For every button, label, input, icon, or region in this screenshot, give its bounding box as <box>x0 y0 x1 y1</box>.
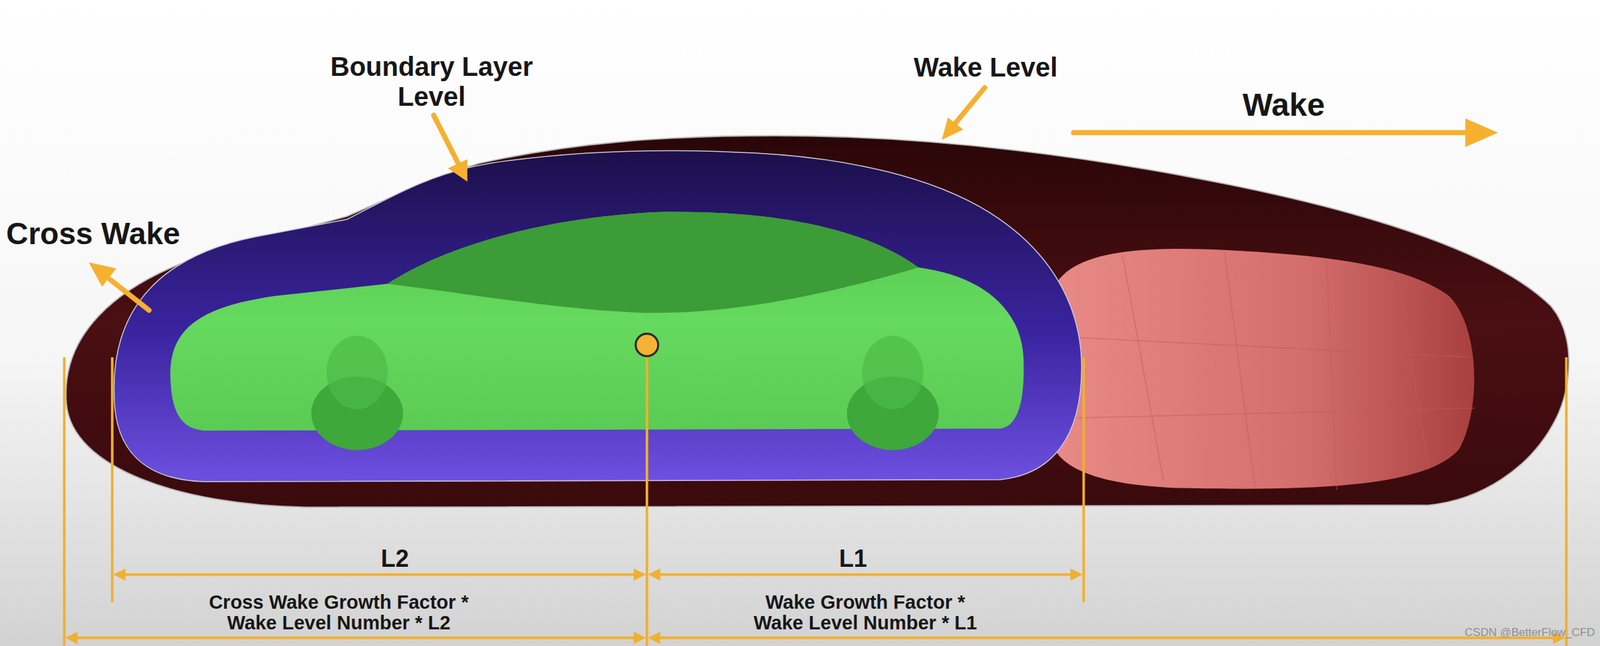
dimension-label: L1 <box>839 545 868 572</box>
dimension-arrowheads <box>65 567 1566 644</box>
direction-label: Wake <box>1242 87 1326 124</box>
front-wheel-hub <box>326 335 388 409</box>
wake-facets <box>1056 252 1475 490</box>
formula-label: Wake Growth Factor * Wake Level Number *… <box>738 591 992 633</box>
direction-label: Cross Wake <box>5 216 181 251</box>
leader-arrows <box>110 87 1470 310</box>
dimension-lines <box>64 344 1567 646</box>
dimension-label: L2 <box>381 545 409 572</box>
callout-label: Wake Level <box>913 52 1058 82</box>
formula-label: Cross Wake Growth Factor * Wake Level Nu… <box>200 591 477 633</box>
origin-point <box>635 333 659 357</box>
rear-wheel-hub <box>862 335 924 409</box>
wake-level-envelope <box>65 135 1569 507</box>
callout-label: Boundary Layer Level <box>305 51 558 112</box>
watermark: CSDN @BetterFlow_CFD <box>1465 626 1596 640</box>
car-cabin <box>387 212 919 314</box>
car-body <box>170 212 1024 431</box>
leader-arrowheads <box>88 117 1498 287</box>
wake-region <box>1050 248 1474 489</box>
boundary-layer-envelope <box>114 150 1082 482</box>
